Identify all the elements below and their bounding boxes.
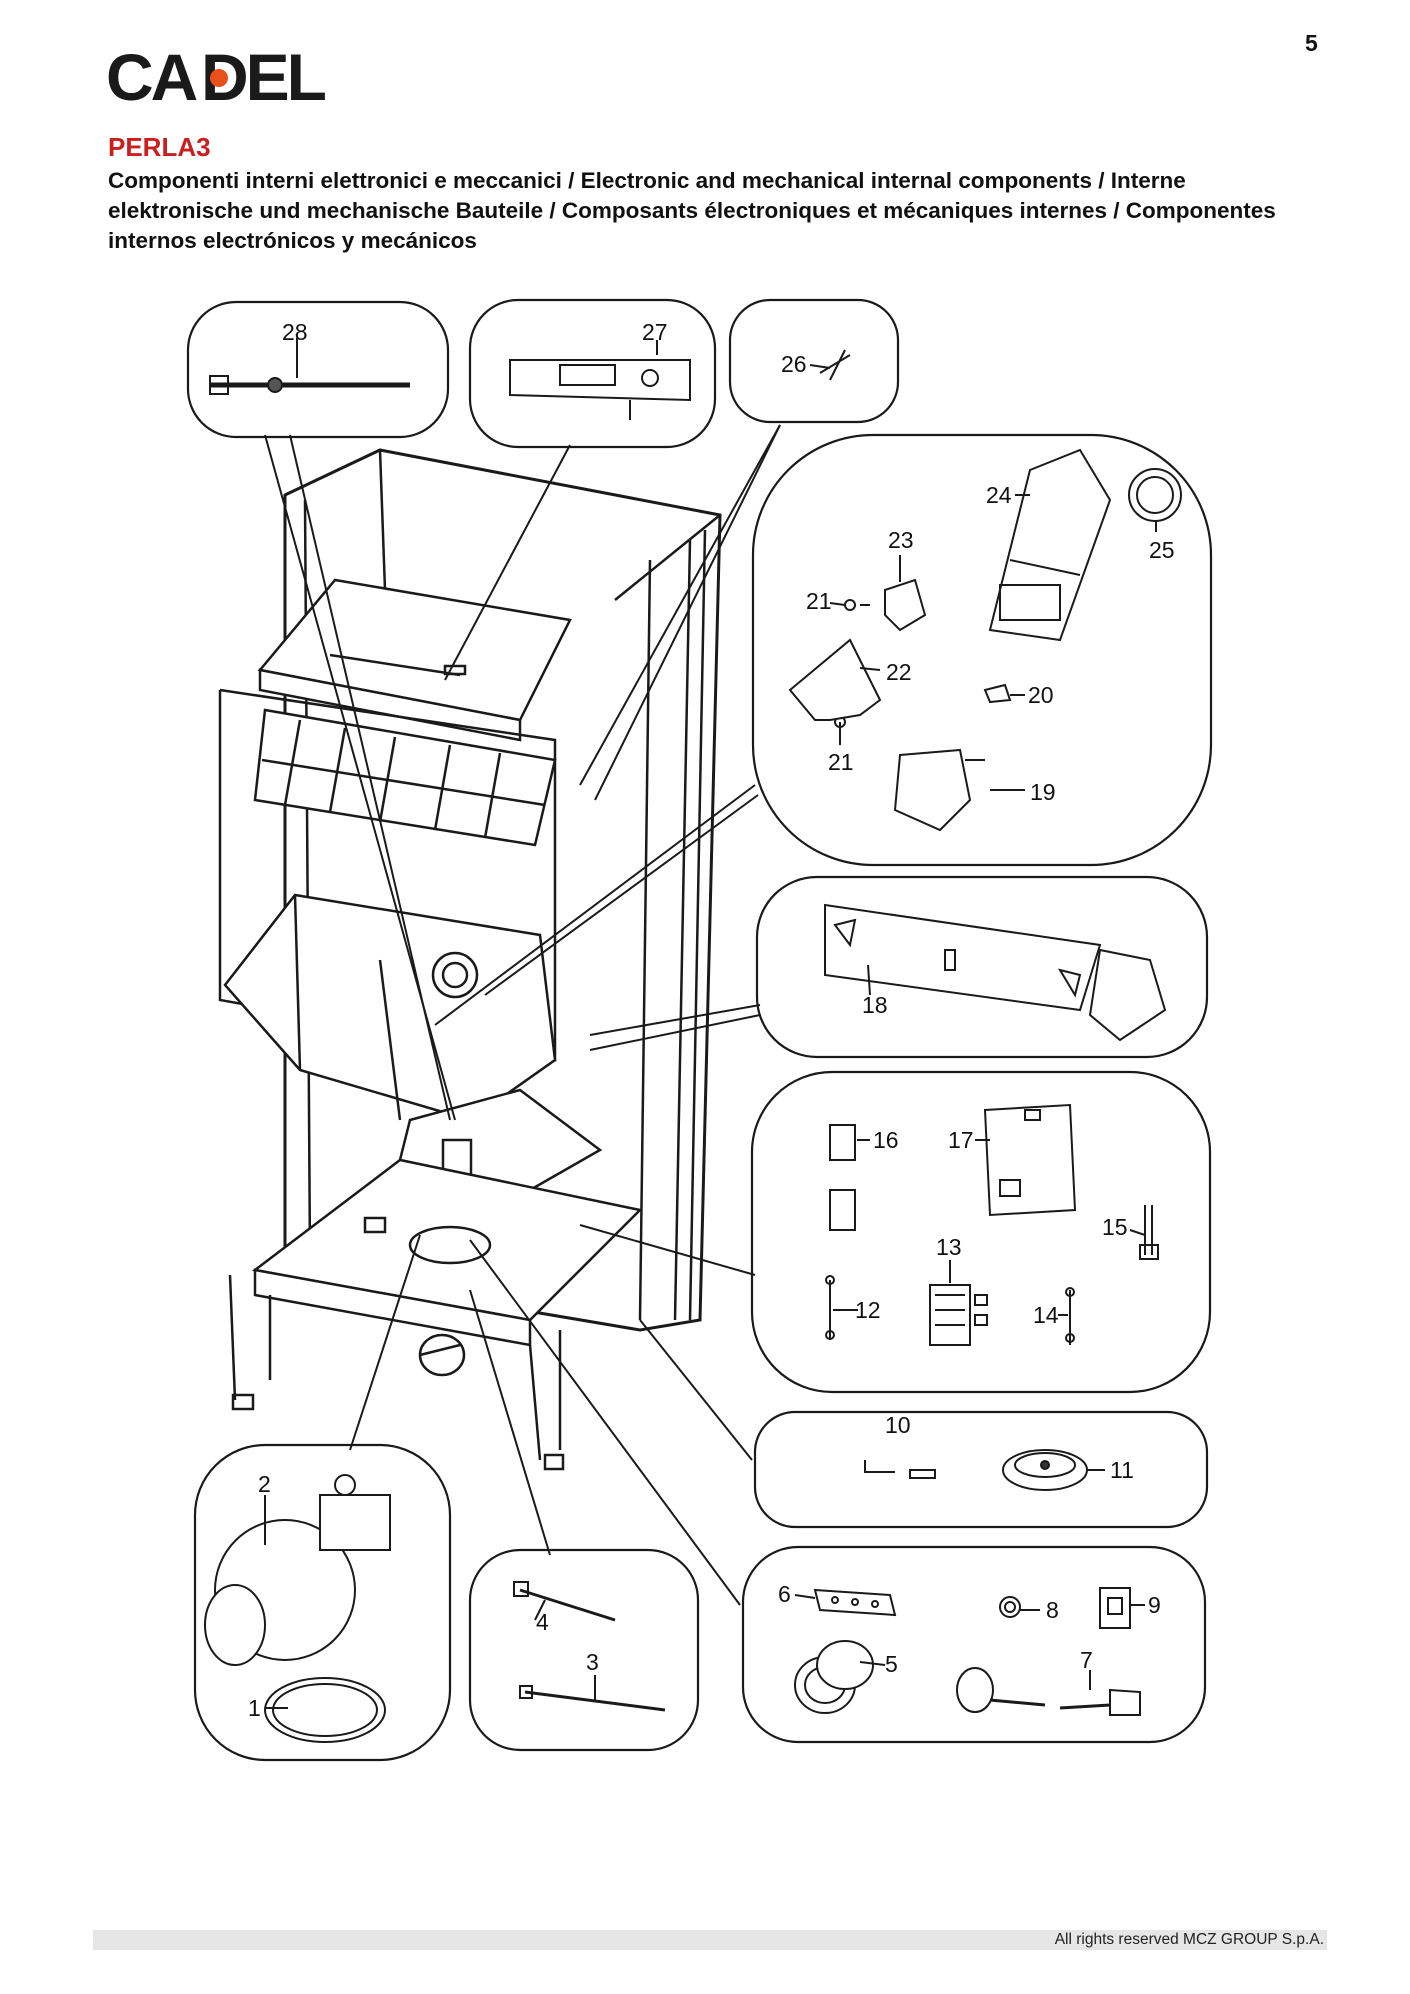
part-10-drawing	[864, 1460, 936, 1479]
part-7-drawing	[956, 1667, 1141, 1716]
part-2-drawing	[204, 1474, 391, 1666]
svg-text:CA: CA	[106, 44, 197, 108]
label-ticks	[264, 338, 1157, 1709]
part-label-21-bottom: 21	[828, 749, 854, 775]
part-6-drawing	[813, 1588, 897, 1617]
cadel-logo: CA DEL	[106, 44, 326, 108]
part-15-drawing	[1139, 1205, 1159, 1260]
part-label-12: 12	[855, 1297, 881, 1323]
part-label-10: 10	[885, 1412, 911, 1438]
part-17-drawing	[983, 1103, 1077, 1217]
part-18-drawing	[824, 903, 1167, 1042]
part-14-drawing	[1065, 1287, 1075, 1345]
part-label-8: 8	[1046, 1597, 1059, 1623]
part-label-6: 6	[778, 1581, 791, 1607]
part-label-27: 27	[642, 319, 668, 345]
part-28-drawing	[209, 375, 410, 395]
part-label-7: 7	[1080, 1647, 1093, 1673]
part-label-24: 24	[986, 482, 1012, 508]
part-13-drawing	[929, 1284, 988, 1346]
part-label-11: 11	[1110, 1457, 1134, 1483]
part-25-drawing	[1128, 468, 1182, 522]
part-11-drawing	[1002, 1449, 1088, 1491]
page-subtitle: Componenti interni elettronici e meccani…	[108, 168, 1276, 253]
part-1-drawing	[264, 1677, 386, 1743]
part-label-13: 13	[936, 1234, 962, 1260]
part-label-18: 18	[862, 992, 888, 1018]
part-label-19: 19	[1030, 779, 1056, 805]
part-label-23: 23	[888, 527, 914, 553]
callout-boxes	[186, 298, 1213, 1762]
part-20-drawing	[983, 683, 1012, 704]
part-label-9: 9	[1148, 1592, 1161, 1618]
leader-lines	[264, 424, 781, 1606]
model-title: PERLA3	[108, 132, 211, 162]
part-label-4: 4	[536, 1609, 549, 1635]
part-label-15: 15	[1102, 1214, 1128, 1240]
footer-bar	[93, 1930, 1327, 1950]
part-labels: 28 27 26 24 25 23 21 22 20 21 19 18 16 1…	[248, 319, 1175, 1721]
stove-body	[218, 448, 722, 1471]
footer-copyright: All rights reserved MCZ GROUP S.p.A.	[1054, 1931, 1324, 1948]
part-label-3: 3	[586, 1649, 599, 1675]
part-label-17: 17	[948, 1127, 974, 1153]
part-label-28: 28	[282, 319, 308, 345]
part-label-20: 20	[1028, 682, 1054, 708]
part-3-drawing	[519, 1685, 666, 1712]
part-16-drawing	[829, 1124, 856, 1231]
part-9-drawing	[1099, 1587, 1131, 1629]
part-19-drawing	[893, 748, 985, 832]
part-label-2: 2	[258, 1471, 271, 1497]
part-label-26: 26	[781, 351, 807, 377]
part-12-drawing	[825, 1275, 835, 1340]
part-label-25: 25	[1149, 537, 1175, 563]
part-23-drawing	[884, 578, 927, 632]
part-label-21-top: 21	[806, 588, 832, 614]
part-24-drawing	[988, 448, 1112, 642]
part-label-16: 16	[873, 1127, 899, 1153]
part-5-drawing	[794, 1640, 874, 1714]
part-label-22: 22	[886, 659, 912, 685]
part-8-drawing	[999, 1596, 1021, 1618]
page-number: 5	[1305, 30, 1318, 56]
part-26-drawing	[819, 349, 851, 381]
part-27-drawing	[509, 359, 691, 420]
part-label-14: 14	[1033, 1302, 1059, 1328]
part-label-1: 1	[248, 1695, 261, 1721]
part-22-drawing	[788, 638, 882, 721]
part-4-drawing	[513, 1581, 616, 1622]
part-label-5: 5	[885, 1651, 898, 1677]
